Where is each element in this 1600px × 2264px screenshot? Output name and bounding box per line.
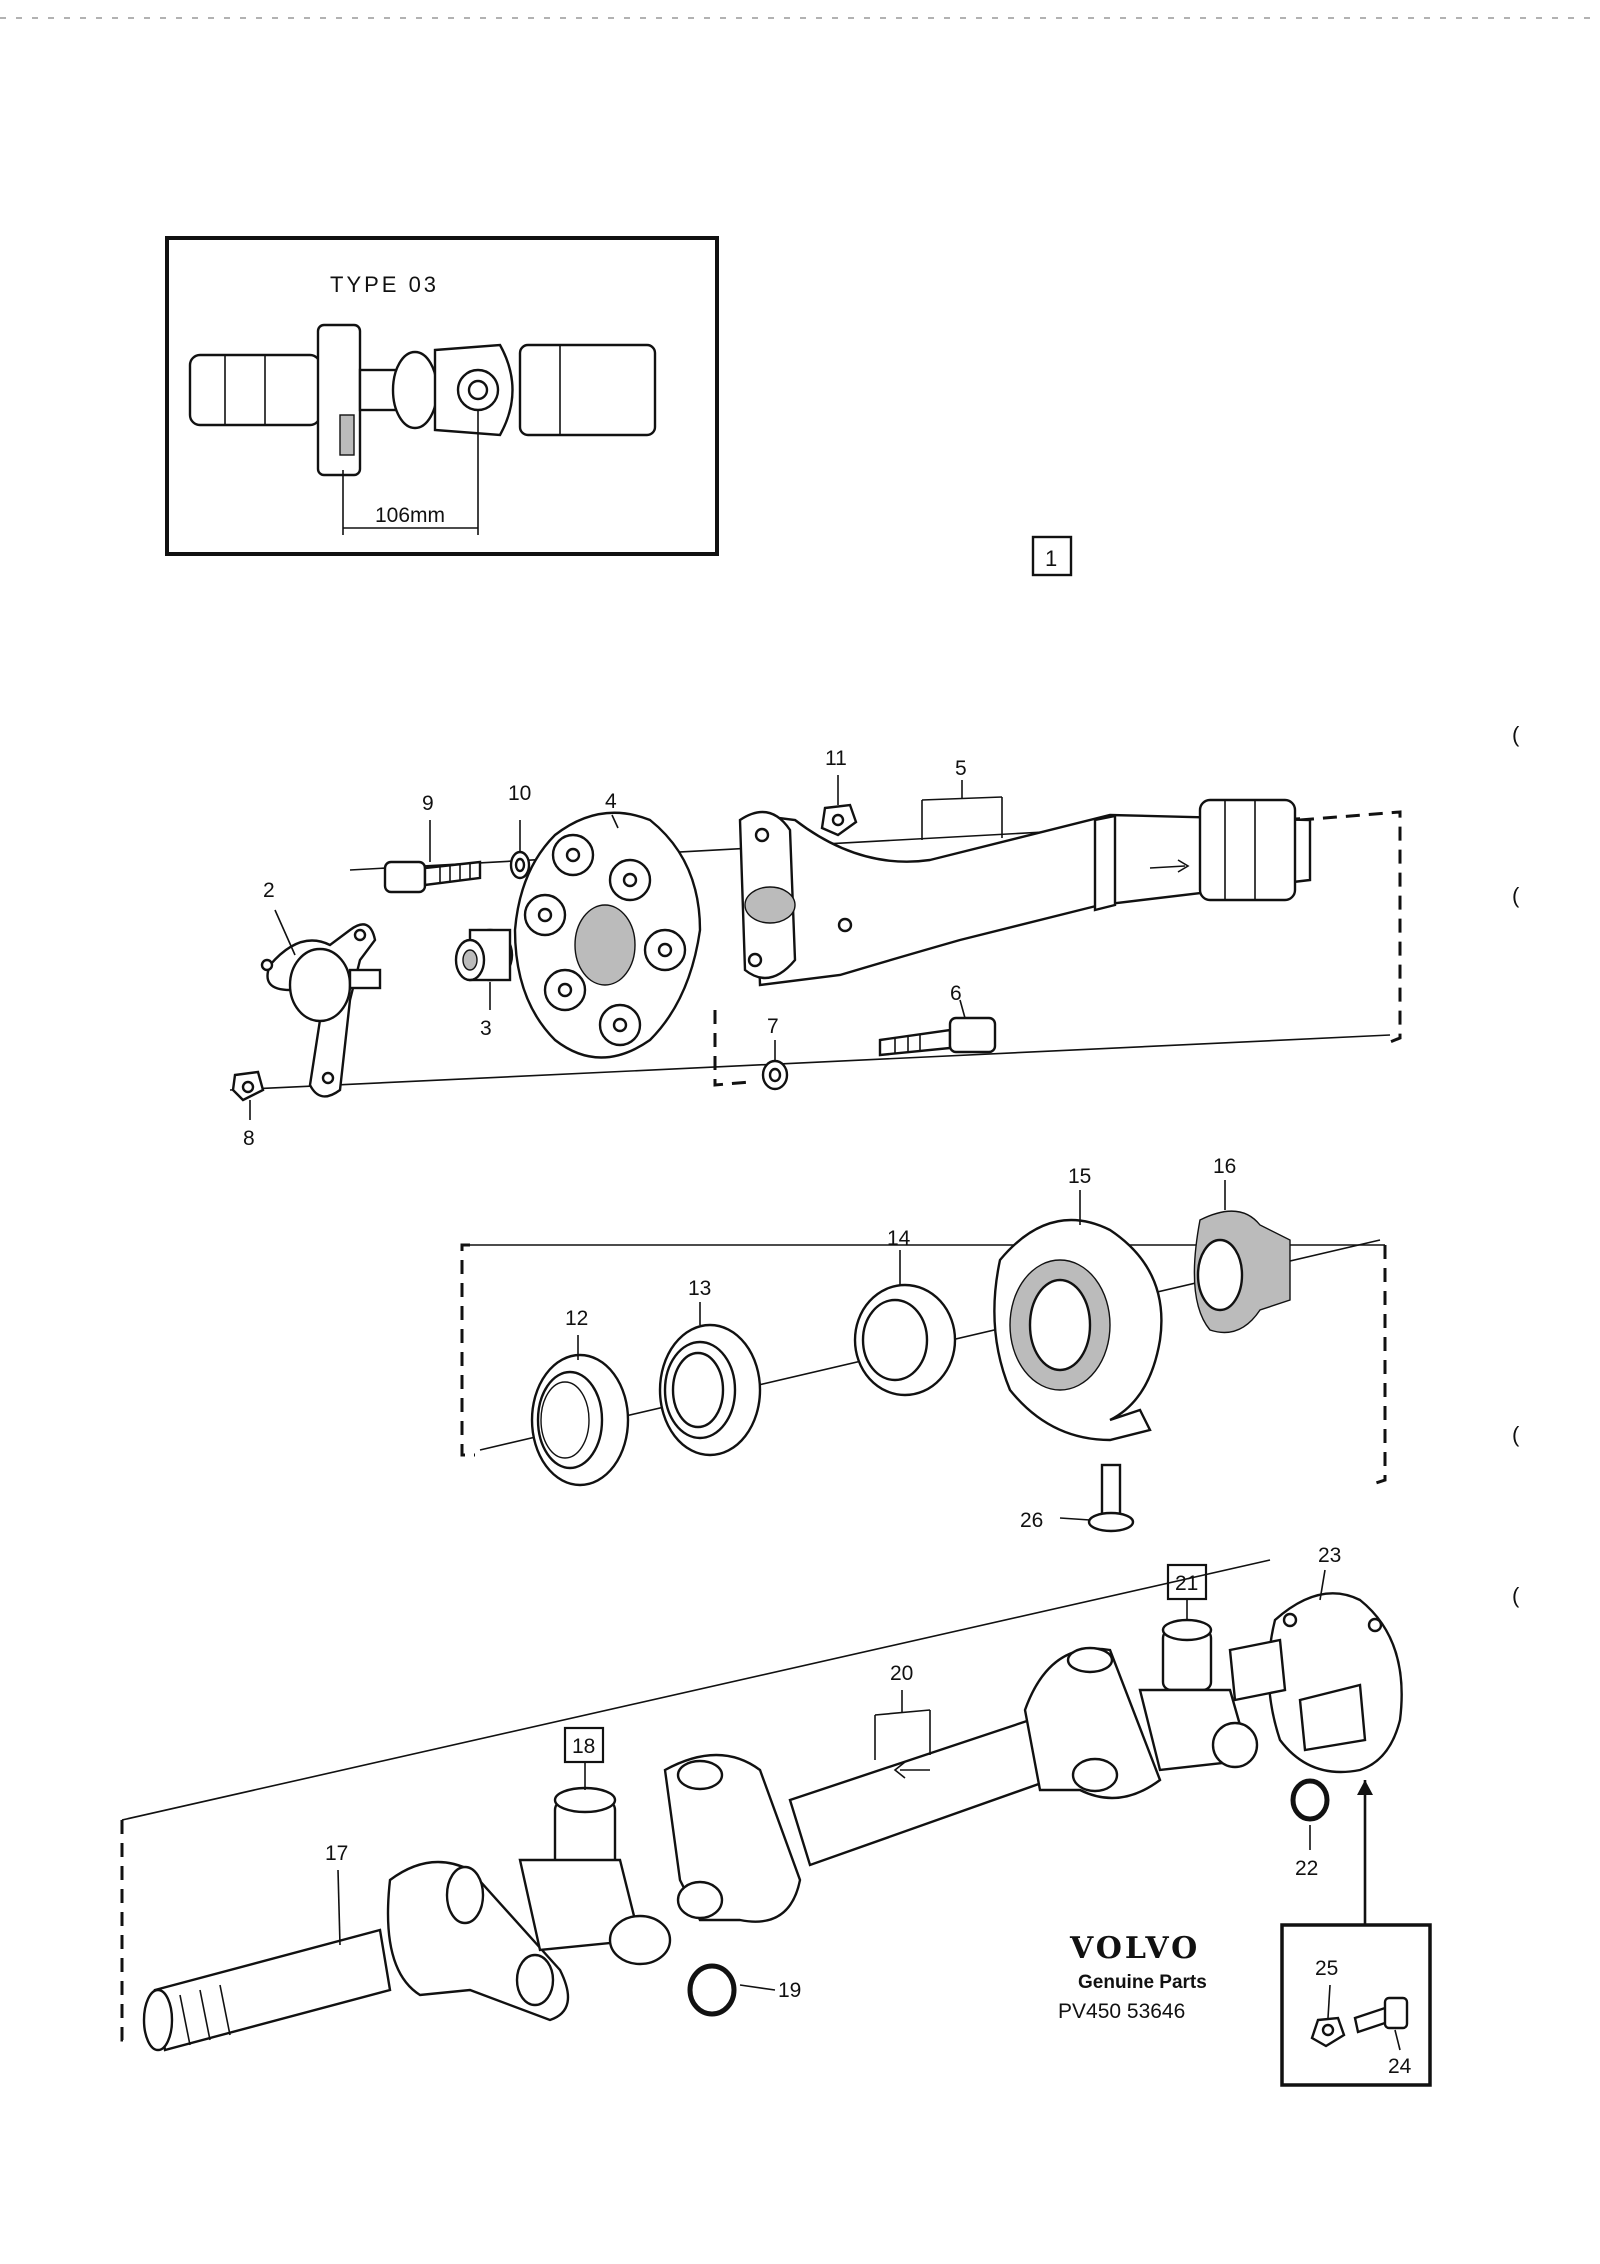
callout-16: 16 xyxy=(1213,1155,1236,1178)
part-19-circlip xyxy=(687,1963,737,2017)
callout-21: 21 xyxy=(1175,1572,1198,1595)
callout-6: 6 xyxy=(950,982,962,1005)
callout-8: 8 xyxy=(243,1127,255,1150)
callout-19: 19 xyxy=(778,1979,801,2002)
callout-7: 7 xyxy=(767,1015,779,1038)
group-number-box xyxy=(1031,535,1073,577)
part-6-bolt xyxy=(878,1028,952,1057)
callout-14: 14 xyxy=(887,1227,911,1250)
callout-11: 11 xyxy=(825,747,847,770)
callout-13: 13 xyxy=(688,1277,711,1300)
kit-box-24-25 xyxy=(1280,1923,1432,2087)
margin-mark-2: ( xyxy=(1512,883,1520,908)
inset-shaft-left xyxy=(188,353,322,427)
inset-title: TYPE 03 xyxy=(330,272,439,297)
inset-frame xyxy=(165,236,719,556)
inset-dimension-label: 106mm xyxy=(375,504,445,527)
callout-12: 12 xyxy=(565,1307,588,1330)
middle-assembly xyxy=(460,1210,1387,1533)
part-17-spline-shaft xyxy=(153,1928,392,2052)
part-20-front-yoke xyxy=(663,1753,802,1923)
callout-5: 5 xyxy=(955,757,967,780)
upper-assembly xyxy=(229,780,1402,1120)
callout-22: 22 xyxy=(1295,1857,1318,1880)
inset-shaft-right xyxy=(518,343,657,437)
genuine-parts-text: Genuine Parts xyxy=(1078,1972,1207,1993)
callout-15: 15 xyxy=(1068,1165,1091,1188)
part-9-bolt xyxy=(383,860,427,894)
diagram-code: PV450 53646 xyxy=(1058,2000,1185,2023)
callout-23: 23 xyxy=(1318,1544,1341,1567)
callout-2: 2 xyxy=(263,879,275,902)
callout-10: 10 xyxy=(508,782,531,805)
callout-21-box xyxy=(1166,1563,1208,1601)
part-20-rear-yoke xyxy=(1023,1647,1162,1800)
part-5-shaft-front xyxy=(753,813,1312,987)
group-number: 1 xyxy=(1045,546,1057,571)
callout-18-box xyxy=(563,1726,605,1764)
lower-assembly xyxy=(120,1559,1432,2087)
callout-18: 18 xyxy=(572,1735,595,1758)
margin-mark-3: ( xyxy=(1512,1422,1520,1447)
callout-4: 4 xyxy=(605,790,617,813)
margin-mark-4: ( xyxy=(1512,1583,1520,1608)
volvo-logo: VOLVO xyxy=(1069,1931,1200,1966)
part-22-circlip xyxy=(1290,1778,1330,1822)
callout-25: 25 xyxy=(1315,1957,1338,1980)
callout-17: 17 xyxy=(325,1842,348,1865)
margin-mark-1: ( xyxy=(1512,722,1520,747)
callout-26: 26 xyxy=(1020,1509,1043,1532)
callout-3: 3 xyxy=(480,1017,492,1040)
callout-leaders xyxy=(274,775,1401,2051)
type-03-inset: TYPE 03 106mm xyxy=(165,236,719,556)
callout-20: 20 xyxy=(890,1662,913,1685)
part-24-bolt xyxy=(1353,2006,1390,2034)
part-26-bolt xyxy=(1100,1463,1122,1519)
part-20-shaft-tube xyxy=(788,1718,1052,1867)
callout-24: 24 xyxy=(1388,2055,1412,2078)
callout-9: 9 xyxy=(422,792,434,815)
